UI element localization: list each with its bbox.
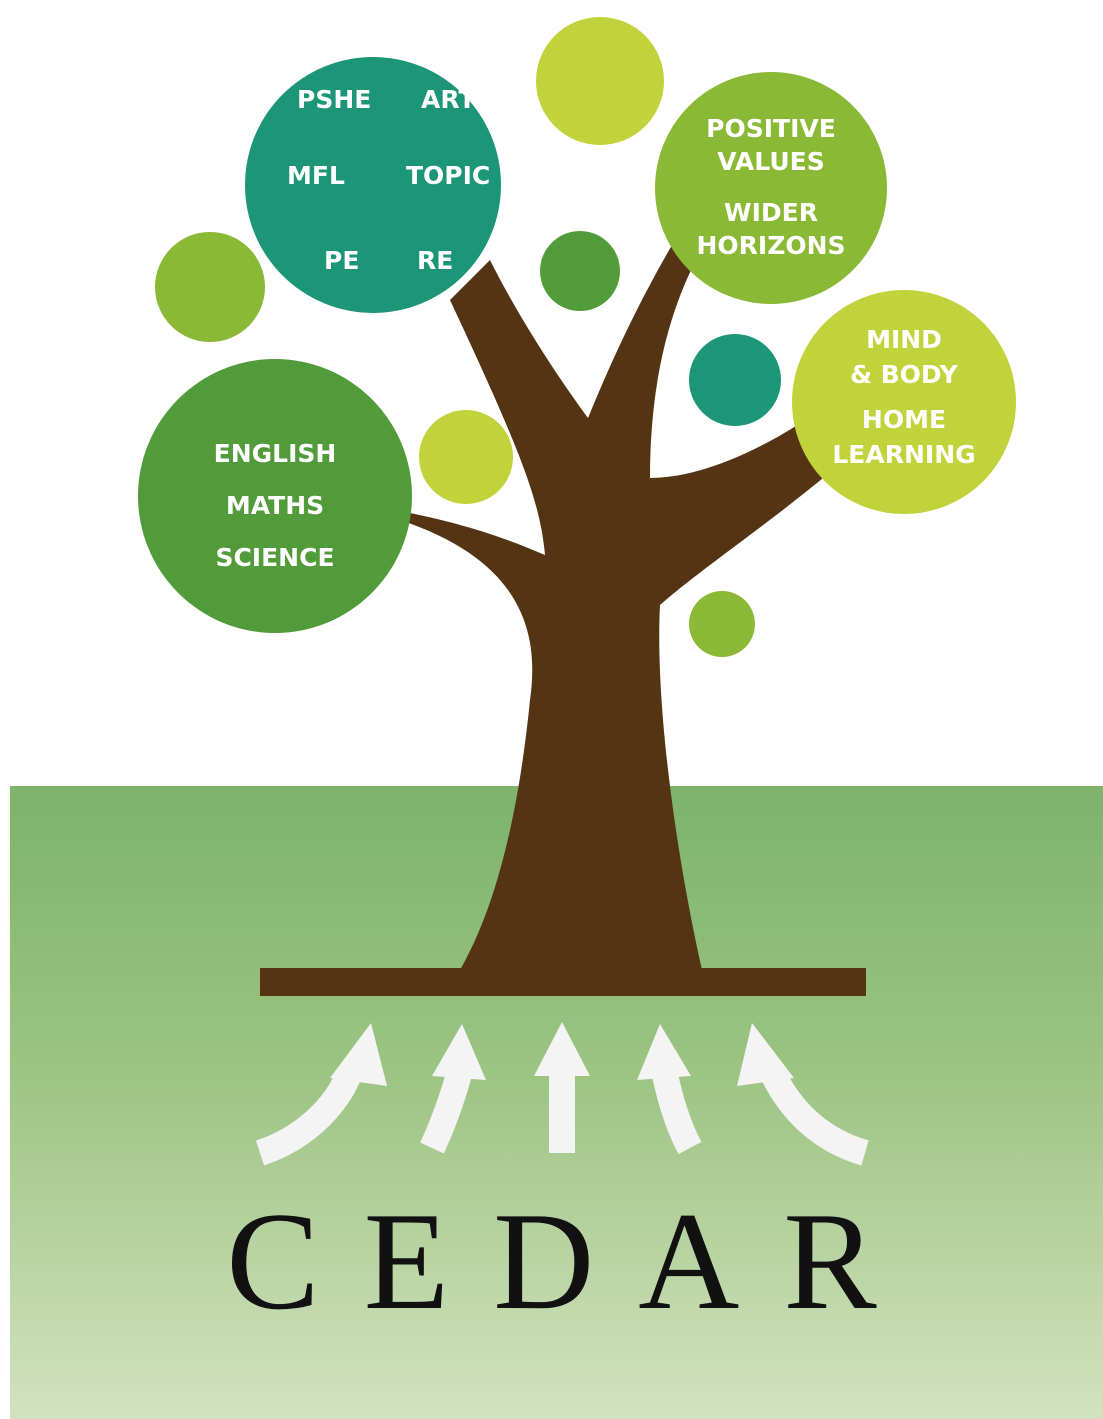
- cedar-title: CEDAR: [226, 1184, 921, 1339]
- upward-arrow-icon: [420, 1066, 473, 1154]
- subject-english: ENGLISH: [213, 439, 337, 468]
- decor-circle: [689, 591, 755, 657]
- decor-circle: [536, 17, 664, 145]
- values-circle: [655, 72, 887, 304]
- subject-science: SCIENCE: [215, 543, 335, 572]
- values-line-2: VALUES: [717, 147, 825, 176]
- arrowheads: [330, 1022, 794, 1086]
- subject-pshe: PSHE: [297, 85, 372, 114]
- horizons-line-1: WIDER: [724, 198, 818, 227]
- horizons-line-2: HORIZONS: [696, 231, 846, 260]
- upward-arrow-icon: [651, 1067, 702, 1155]
- body-line: & BODY: [850, 360, 958, 389]
- home-line: HOME: [861, 405, 947, 434]
- core-subjects: ENGLISH MATHS SCIENCE: [175, 428, 375, 584]
- mind-line: MIND: [866, 325, 942, 354]
- upward-arrow-icon: [255, 1066, 363, 1166]
- foundation-circle: [245, 57, 501, 313]
- subject-pe: PE: [324, 246, 360, 275]
- subject-mfl: MFL: [287, 161, 345, 190]
- wellbeing-text: MIND & BODY HOME LEARNING: [804, 322, 1004, 472]
- subject-art: ART: [421, 85, 476, 114]
- core-circle: [138, 359, 412, 633]
- decor-circle: [155, 232, 265, 342]
- subject-maths: MATHS: [225, 491, 325, 520]
- values-text: POSITIVE VALUES WIDER HORIZONS: [671, 112, 871, 262]
- decor-circle: [689, 334, 781, 426]
- wellbeing-circle: [792, 290, 1016, 514]
- decor-circle: [419, 410, 513, 504]
- learning-line: LEARNING: [832, 440, 976, 469]
- subject-topic: TOPIC: [406, 161, 491, 190]
- values-line-1: POSITIVE: [706, 114, 836, 143]
- arrows-group: [255, 1066, 869, 1166]
- subject-re: RE: [417, 246, 454, 275]
- decor-circle: [540, 231, 620, 311]
- tree-trunk-icon: [260, 215, 866, 996]
- upward-arrow-icon: [760, 1066, 869, 1166]
